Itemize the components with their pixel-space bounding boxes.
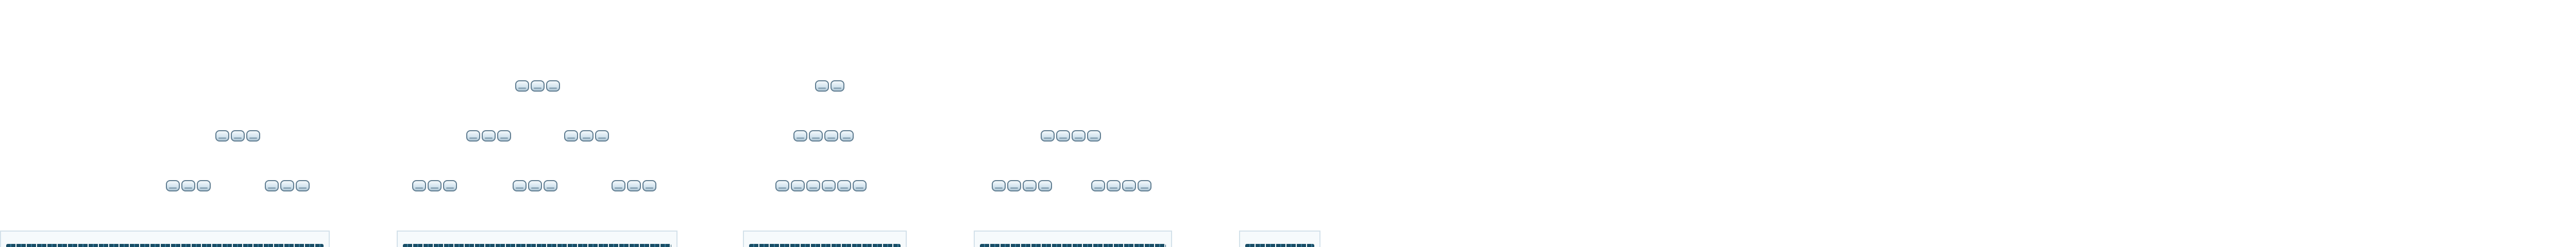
leaf-block xyxy=(974,231,1172,247)
node-key-icon xyxy=(837,180,851,191)
node-key-icon xyxy=(1056,130,1070,142)
node-key-icon xyxy=(1023,180,1037,191)
node-key-icon xyxy=(1091,180,1105,191)
node-key-icon xyxy=(428,180,442,191)
node-key-icon xyxy=(181,180,195,191)
node-key-icon xyxy=(627,180,641,191)
node-key-icon xyxy=(815,80,829,92)
leaf-strip xyxy=(980,244,1166,247)
node-key-icon xyxy=(822,180,836,191)
leaf-block xyxy=(1239,231,1320,247)
node-key-icon xyxy=(246,130,260,142)
node-key-icon xyxy=(497,130,511,142)
node-key-icon xyxy=(564,130,578,142)
node-key-icon xyxy=(412,180,426,191)
leaf-strip xyxy=(403,244,671,247)
node-key-icon xyxy=(1072,130,1086,142)
node-key-icon xyxy=(466,130,480,142)
node-key-icon xyxy=(824,130,838,142)
tree-node xyxy=(166,180,211,191)
node-key-icon xyxy=(840,130,854,142)
leaf-block xyxy=(0,231,330,247)
node-key-icon xyxy=(992,180,1006,191)
node-key-icon xyxy=(197,180,211,191)
node-key-icon xyxy=(544,180,557,191)
leaf-block xyxy=(397,231,677,247)
tree-node xyxy=(793,130,854,142)
node-key-icon xyxy=(515,80,529,92)
node-key-icon xyxy=(1122,180,1136,191)
tree-node xyxy=(515,80,560,92)
node-key-icon xyxy=(831,80,844,92)
node-key-icon xyxy=(265,180,279,191)
leaf-block xyxy=(743,231,907,247)
node-key-icon xyxy=(1007,180,1021,191)
leaf-strip xyxy=(749,244,901,247)
node-key-icon xyxy=(642,180,656,191)
tree-node xyxy=(1091,180,1151,191)
tree-node xyxy=(215,130,260,142)
tree-node xyxy=(564,130,609,142)
node-key-icon xyxy=(853,180,867,191)
tree-node xyxy=(466,130,511,142)
node-key-icon xyxy=(1107,180,1121,191)
leaf-strip xyxy=(6,244,324,247)
node-key-icon xyxy=(612,180,625,191)
tree-node xyxy=(1041,130,1101,142)
tree-node xyxy=(815,80,844,92)
node-key-icon xyxy=(809,130,823,142)
node-key-icon xyxy=(482,130,496,142)
node-key-icon xyxy=(528,180,542,191)
node-key-icon xyxy=(296,180,310,191)
node-key-icon xyxy=(1038,180,1052,191)
tree-node xyxy=(412,180,457,191)
node-key-icon xyxy=(546,80,560,92)
tree-node xyxy=(612,180,656,191)
node-key-icon xyxy=(280,180,294,191)
node-key-icon xyxy=(231,130,245,142)
node-key-icon xyxy=(1087,130,1101,142)
tree-node xyxy=(513,180,557,191)
node-key-icon xyxy=(595,130,609,142)
node-key-icon xyxy=(531,80,545,92)
node-key-icon xyxy=(513,180,527,191)
node-key-icon xyxy=(793,130,807,142)
node-key-icon xyxy=(166,180,180,191)
node-key-icon xyxy=(580,130,594,142)
node-key-icon xyxy=(443,180,457,191)
node-key-icon xyxy=(1138,180,1151,191)
node-key-icon xyxy=(791,180,805,191)
tree-node xyxy=(265,180,310,191)
tree-node xyxy=(992,180,1052,191)
node-key-icon xyxy=(215,130,229,142)
leaf-strip xyxy=(1245,244,1314,247)
node-key-icon xyxy=(806,180,820,191)
node-key-icon xyxy=(775,180,789,191)
node-key-icon xyxy=(1041,130,1055,142)
tree-node xyxy=(775,180,867,191)
